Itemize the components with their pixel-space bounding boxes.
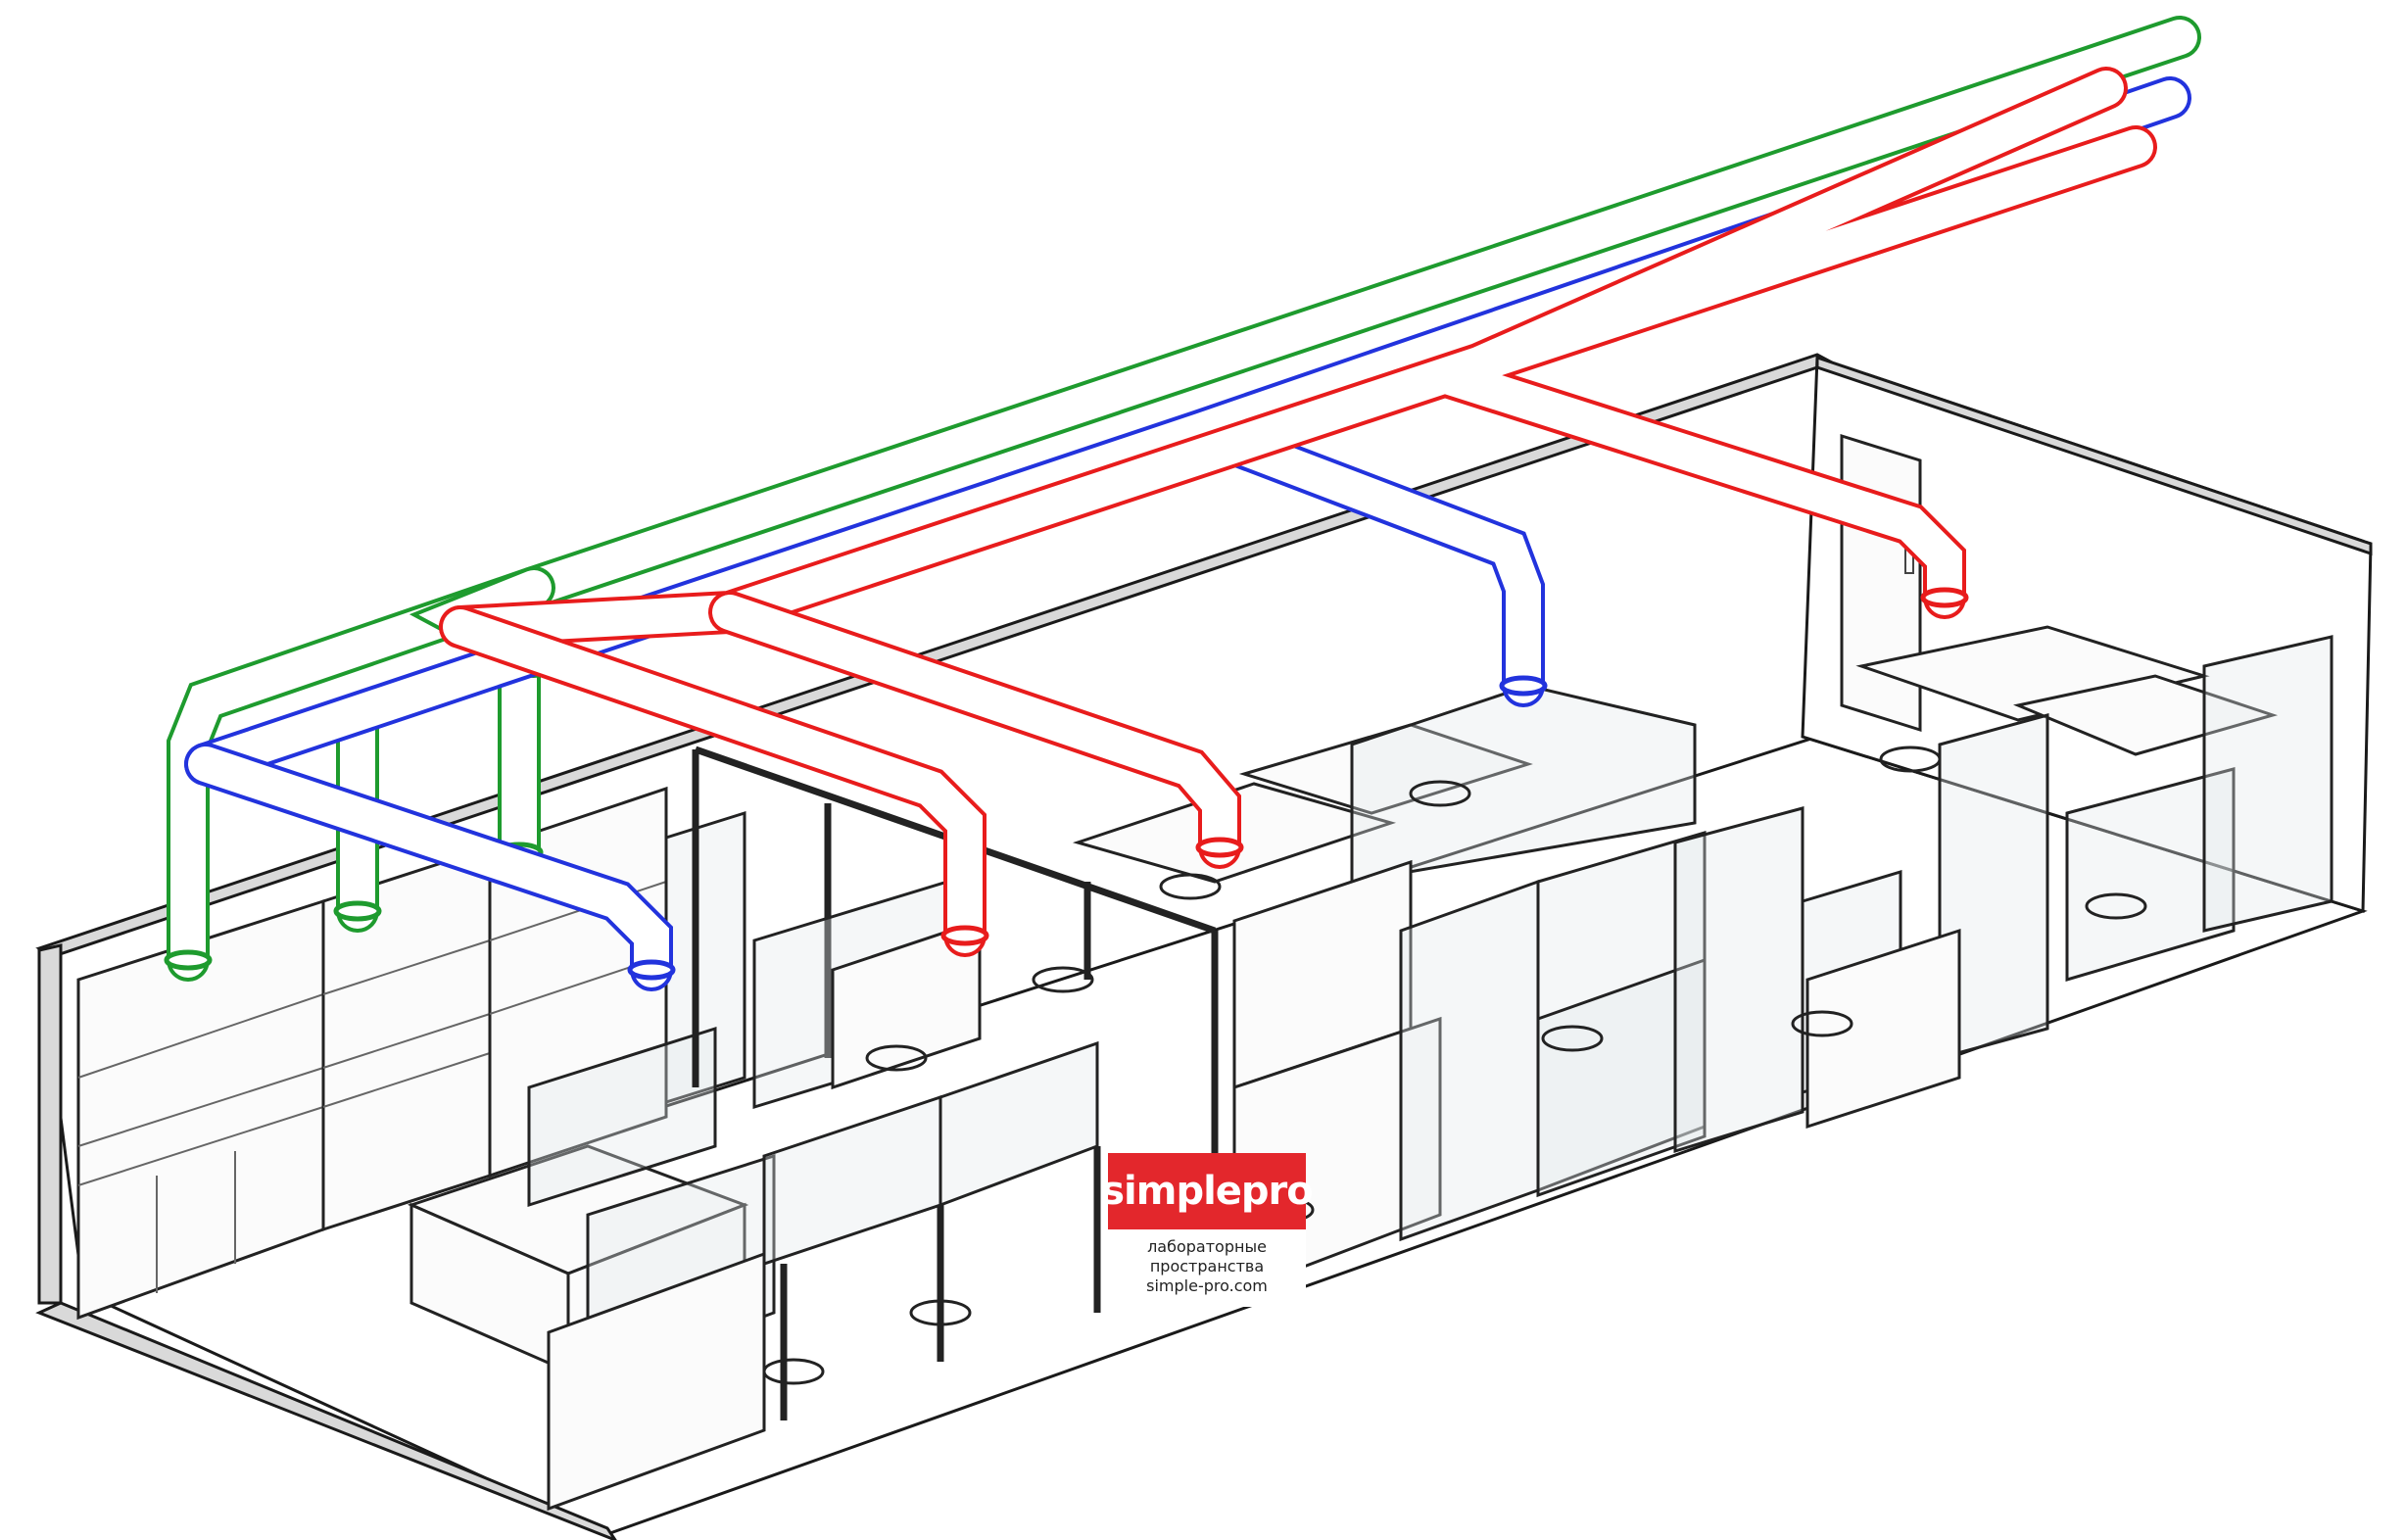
door <box>1840 433 1922 733</box>
brand-logo: simplepro лабораторные пространства simp… <box>1101 1153 1314 1307</box>
fume-hoods-left <box>76 786 746 1321</box>
logo-brand: simplepro <box>1101 1169 1314 1214</box>
bench-mid <box>1072 684 1902 1296</box>
logo-tagline-line1: лабораторные <box>1147 1237 1267 1256</box>
bench-center-left <box>407 1026 1101 1512</box>
logo-url: simple-pro.com <box>1146 1276 1268 1295</box>
logo-box: simplepro <box>1101 1153 1314 1229</box>
left-wall-cut <box>37 943 63 1305</box>
red-main-duct <box>439 67 2157 957</box>
right-wall-top <box>1815 355 2373 556</box>
frame-structure <box>692 746 1219 1293</box>
logo-tagline-line2: пространства <box>1149 1257 1265 1275</box>
bench-right <box>1805 625 2334 1130</box>
logo-tagline: лабораторные пространства <box>1108 1237 1306 1276</box>
front-floor-edge <box>35 1301 617 1540</box>
